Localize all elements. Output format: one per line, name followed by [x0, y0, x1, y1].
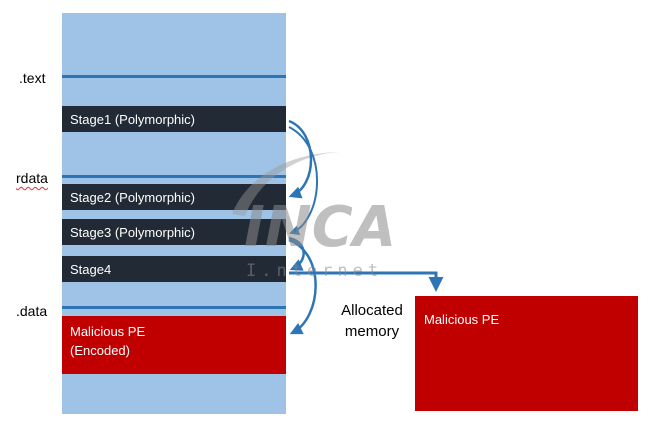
- allocated-label-line1: Allocated: [341, 302, 403, 319]
- section-label-text: .text: [19, 70, 46, 86]
- allocated-memory-block: Malicious PE: [415, 296, 638, 411]
- stage1-block: Stage1 (Polymorphic): [62, 106, 286, 132]
- rdata-section-separator: [62, 175, 286, 178]
- watermark-swoosh: [232, 151, 350, 216]
- section-label-data: .data: [16, 303, 48, 319]
- stage2-label: Stage2 (Polymorphic): [70, 189, 195, 205]
- arrow-stage3-to-stage4: [288, 236, 305, 271]
- arrow-stage2-to-stage3: [288, 126, 319, 236]
- stage4-label: Stage4: [70, 261, 112, 277]
- allocated-memory-label: Allocated memory: [326, 300, 418, 342]
- payload-label-line2: (Encoded): [70, 343, 130, 358]
- arrow-stage3-to-payload: [288, 238, 317, 335]
- data-section-separator: [62, 306, 286, 309]
- stage4-block: Stage4: [62, 256, 286, 282]
- stage3-block: Stage3 (Polymorphic): [62, 219, 286, 245]
- stage3-label: Stage3 (Polymorphic): [70, 224, 195, 240]
- watermark-sub: I.nternet: [246, 261, 383, 281]
- stage1-label: Stage1 (Polymorphic): [70, 111, 195, 127]
- allocated-box-label: Malicious PE: [424, 312, 500, 327]
- stage2-block: Stage2 (Polymorphic): [62, 184, 286, 210]
- allocated-label-line2: memory: [344, 323, 400, 340]
- arrow-stage4-to-allocated: [289, 271, 444, 292]
- watermark-main: INCA: [244, 195, 396, 260]
- encoded-payload-block: Malicious PE (Encoded): [62, 316, 286, 374]
- text-section-separator: [62, 75, 286, 78]
- arrow-stage1-to-stage2: [288, 119, 313, 199]
- section-label-rdata: rdata: [16, 170, 48, 186]
- payload-label-line1: Malicious PE: [70, 324, 146, 339]
